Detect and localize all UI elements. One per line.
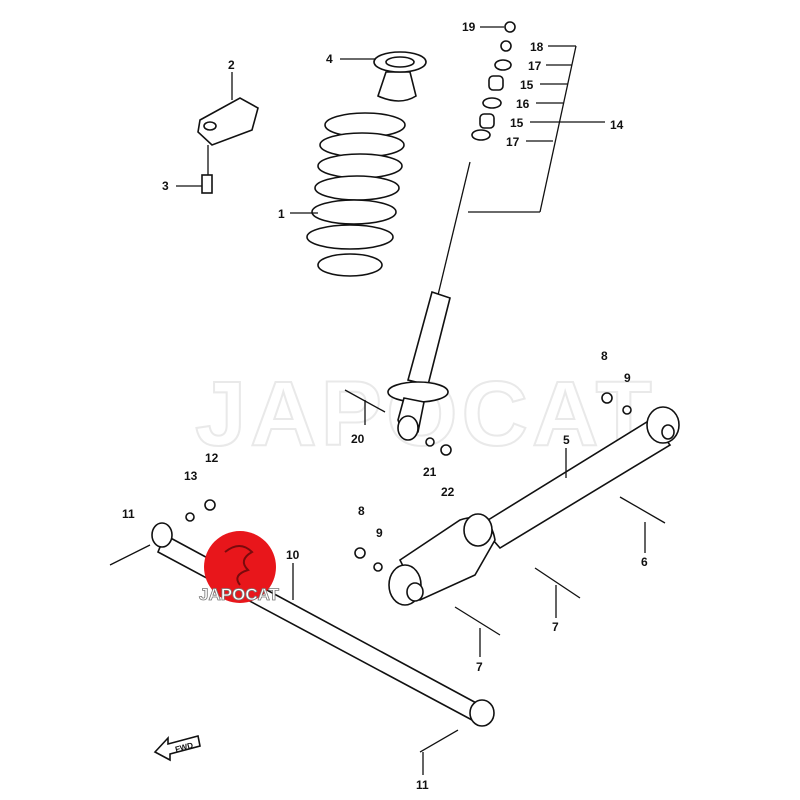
callout-10: 10 — [286, 548, 300, 562]
callout-9: 9 — [624, 371, 631, 385]
callout-13: 13 — [184, 469, 198, 483]
leader-lines — [176, 26, 646, 775]
bushing-stack — [471, 21, 516, 141]
trailing-arm — [388, 406, 680, 606]
callout-6: 6 — [641, 555, 648, 569]
callout-22: 22 — [441, 485, 455, 499]
callout-7: 7 — [476, 660, 483, 674]
fasteners — [109, 389, 666, 753]
callout-12: 12 — [205, 451, 219, 465]
callout-8: 8 — [358, 504, 365, 518]
bump-stop — [197, 97, 259, 194]
forward-arrow-icon: FWD — [153, 735, 201, 762]
callout-14: 14 — [610, 118, 624, 132]
spring-seat — [373, 51, 427, 102]
callout-3: 3 — [162, 179, 169, 193]
callout-5: 5 — [563, 433, 570, 447]
callout-4: 4 — [326, 52, 333, 66]
callout-11: 11 — [122, 507, 135, 521]
callout-8: 8 — [601, 349, 608, 363]
japocat-logo: JAPOCAT — [199, 531, 280, 604]
callout-7: 7 — [552, 620, 559, 634]
coil-spring — [306, 112, 406, 277]
callout-2: 2 — [228, 58, 235, 72]
callout-17: 17 — [528, 59, 542, 73]
callout-21: 21 — [423, 465, 437, 479]
callout-16: 16 — [516, 97, 530, 111]
callout-18: 18 — [530, 40, 544, 54]
shock-absorber — [387, 161, 471, 441]
callout-17: 17 — [506, 135, 520, 149]
callout-20: 20 — [351, 432, 365, 446]
callout-11: 11 — [416, 778, 429, 792]
callout-19: 19 — [462, 20, 476, 34]
callout-1: 1 — [278, 207, 285, 221]
callout-15: 15 — [520, 78, 534, 92]
callout-9: 9 — [376, 526, 383, 540]
callout-labels: 19 18 17 15 16 15 14 17 4 2 3 1 8 9 5 20… — [122, 20, 648, 792]
logo-text: JAPOCAT — [199, 585, 280, 604]
callout-15: 15 — [510, 116, 524, 130]
